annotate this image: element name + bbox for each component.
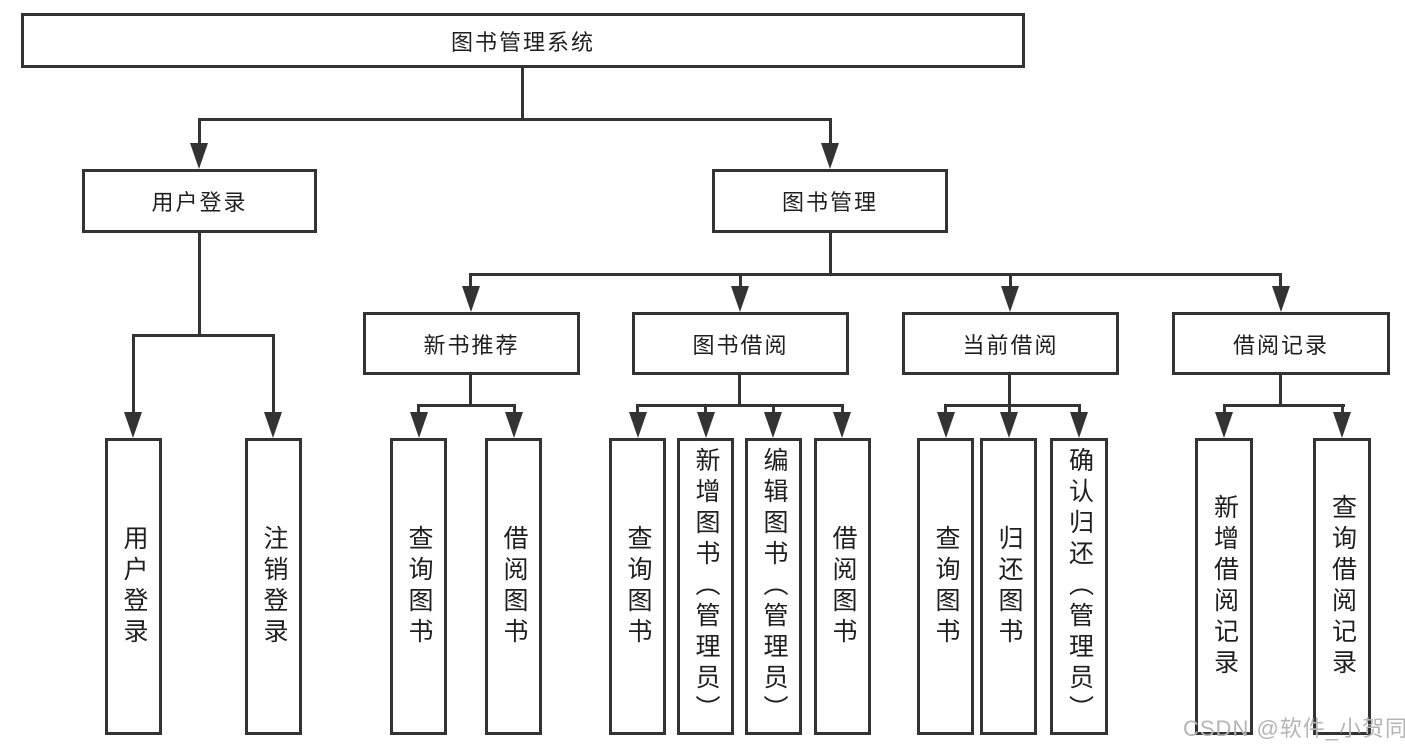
node-root-label: 图书管理系统 xyxy=(450,29,595,55)
connector-drop-leaf xyxy=(636,404,639,415)
connector-drop-leaf xyxy=(1341,404,1344,415)
arrow-down-icon xyxy=(1333,412,1351,438)
connector-user-login-bar xyxy=(132,334,275,337)
connector-current-borrow-bar xyxy=(944,404,1081,407)
node-root: 图书管理系统 xyxy=(21,13,1025,68)
leaf-label: 查询图书 xyxy=(405,524,433,649)
connector-root-stem xyxy=(521,68,524,118)
node-new-book-recommend: 新书推荐 xyxy=(363,312,580,375)
leaf-edit-books-admin: 编辑图书（管理员） xyxy=(745,438,802,735)
node-new-book-recommend-label: 新书推荐 xyxy=(423,332,520,358)
leaf-label: 借阅图书 xyxy=(829,524,857,649)
leaf-label: 确认归还（管理员） xyxy=(1065,447,1094,726)
leaf-confirm-return-admin: 确认归还（管理员） xyxy=(1050,438,1108,735)
node-user-login-label: 用户登录 xyxy=(151,190,248,215)
connector-drop-leaf xyxy=(272,334,275,414)
leaf-label: 用户登录 xyxy=(120,524,148,649)
connector-drop-book-borrow xyxy=(739,273,742,288)
leaf-logout: 注销登录 xyxy=(245,438,302,735)
leaf-query-books-1: 查询图书 xyxy=(390,438,447,735)
connector-drop-leaf xyxy=(704,404,707,415)
node-current-borrow: 当前借阅 xyxy=(902,312,1119,375)
leaf-return-books: 归还图书 xyxy=(980,438,1037,735)
arrow-down-icon xyxy=(833,412,851,438)
connector-root-bar xyxy=(198,118,832,121)
arrow-down-icon xyxy=(190,143,208,169)
leaf-query-books-2: 查询图书 xyxy=(609,438,666,735)
arrow-down-icon xyxy=(821,143,839,169)
arrow-down-icon xyxy=(1000,412,1018,438)
leaf-query-borrow-record: 查询借阅记录 xyxy=(1313,438,1371,735)
node-borrow-records: 借阅记录 xyxy=(1172,312,1390,375)
arrow-down-icon xyxy=(462,286,480,312)
connector-drop-leaf xyxy=(513,404,516,415)
connector-drop-book-mgmt xyxy=(829,118,832,146)
connector-drop-borrow-records xyxy=(1279,273,1282,288)
connector-drop-user-login xyxy=(198,118,201,146)
node-book-management: 图书管理 xyxy=(712,169,948,233)
connector-drop-leaf xyxy=(944,404,947,415)
leaf-label: 新增借阅记录 xyxy=(1210,493,1239,680)
connector-book-borrow-bar xyxy=(636,404,844,407)
connector-user-login-stem xyxy=(198,233,201,336)
connector-new-books-stem xyxy=(469,375,472,406)
node-book-borrow-label: 图书借阅 xyxy=(692,332,789,358)
leaf-add-borrow-record: 新增借阅记录 xyxy=(1195,438,1253,735)
csdn-watermark: CSDN @软件_小贺同学 xyxy=(1183,716,1405,741)
leaf-user-login: 用户登录 xyxy=(105,438,162,735)
connector-drop-leaf xyxy=(1078,404,1081,415)
arrow-down-icon xyxy=(629,412,647,438)
connector-book-mgmt-bar xyxy=(470,273,1282,276)
leaf-label: 新增图书（管理员） xyxy=(692,447,720,726)
node-book-management-label: 图书管理 xyxy=(781,190,878,215)
node-book-borrow: 图书借阅 xyxy=(632,312,849,375)
connector-drop-new-books xyxy=(469,273,472,288)
connector-drop-leaf xyxy=(841,404,844,415)
connector-drop-current-borrow xyxy=(1009,273,1012,288)
connector-drop-leaf xyxy=(1223,404,1226,415)
arrow-down-icon xyxy=(697,412,715,438)
connector-drop-leaf xyxy=(417,404,420,415)
connector-current-borrow-stem xyxy=(1008,375,1011,406)
leaf-label: 借阅图书 xyxy=(500,524,528,649)
leaf-label: 编辑图书（管理员） xyxy=(760,447,788,726)
leaf-label: 查询图书 xyxy=(932,524,960,649)
connector-borrow-records-stem xyxy=(1279,375,1282,406)
arrow-down-icon xyxy=(505,412,523,438)
leaf-label: 注销登录 xyxy=(260,524,288,649)
leaf-borrow-books-2: 借阅图书 xyxy=(814,438,871,735)
arrow-down-icon xyxy=(937,412,955,438)
arrow-down-icon xyxy=(1272,286,1290,312)
arrow-down-icon xyxy=(764,412,782,438)
connector-drop-leaf xyxy=(772,404,775,415)
connector-new-books-bar xyxy=(417,404,516,407)
leaf-query-books-3: 查询图书 xyxy=(917,438,974,735)
leaf-label: 查询图书 xyxy=(624,524,652,649)
arrow-down-icon xyxy=(1070,412,1088,438)
leaf-borrow-books-1: 借阅图书 xyxy=(485,438,542,735)
arrow-down-icon xyxy=(124,412,142,438)
node-user-login: 用户登录 xyxy=(82,169,317,233)
connector-drop-leaf xyxy=(1008,404,1011,415)
arrow-down-icon xyxy=(731,286,749,312)
connector-book-mgmt-stem xyxy=(829,233,832,273)
connector-borrow-records-bar xyxy=(1223,404,1345,407)
leaf-label: 归还图书 xyxy=(995,524,1023,649)
arrow-down-icon xyxy=(410,412,428,438)
arrow-down-icon xyxy=(1001,286,1019,312)
connector-drop-leaf xyxy=(132,334,135,414)
leaf-add-books-admin: 新增图书（管理员） xyxy=(677,438,734,735)
node-current-borrow-label: 当前借阅 xyxy=(962,332,1059,358)
node-borrow-records-label: 借阅记录 xyxy=(1232,332,1329,358)
arrow-down-icon xyxy=(1215,412,1233,438)
arrow-down-icon xyxy=(264,412,282,438)
connector-book-borrow-stem xyxy=(738,375,741,406)
leaf-label: 查询借阅记录 xyxy=(1328,493,1357,680)
